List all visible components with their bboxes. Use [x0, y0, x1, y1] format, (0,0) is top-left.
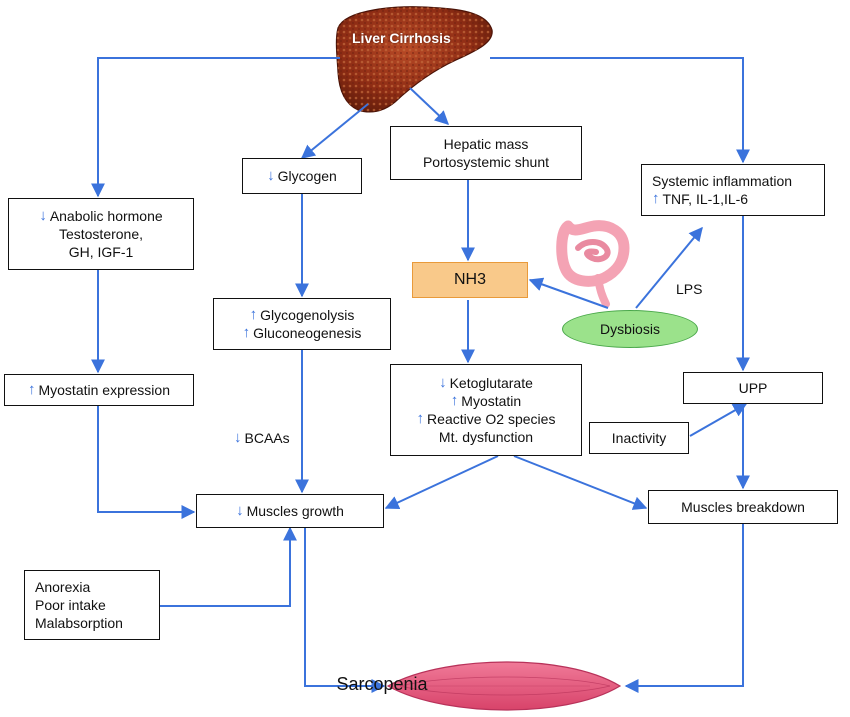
arrow-growth-to-sarcopenia — [304, 528, 386, 693]
up-arrow-icon: ↑ — [652, 190, 660, 207]
glycogenolysis-label: Glycogenolysis — [260, 307, 355, 323]
liver-illustration — [335, 6, 493, 113]
intestine-illustration — [556, 220, 630, 308]
up-arrow-icon: ↑ — [27, 381, 36, 398]
down-arrow-icon: ↓ — [236, 502, 244, 519]
lps-label: LPS — [676, 281, 703, 297]
sarcopenia-muscle — [386, 661, 622, 711]
anorexia-label: Anorexia — [35, 579, 91, 595]
bcaas-label-group: ↓BCAAs — [234, 430, 290, 446]
upp-label: UPP — [738, 380, 768, 396]
systemic-inflammation-label: Systemic inflammation — [652, 173, 793, 189]
inactivity-box: Inactivity — [589, 422, 689, 454]
sarcopenia-label: Sarcopenia — [336, 674, 428, 694]
down-arrow-icon: ↓ — [39, 207, 47, 224]
arrow-myostatin-to-growth — [97, 406, 196, 519]
nh3-box: NH3 — [412, 262, 528, 298]
arrow-breakdown-to-sarcopenia — [624, 524, 744, 693]
sarcopenia-label-row: Sarcopenia — [0, 674, 850, 695]
muscles-growth-label: Muscles growth — [246, 503, 344, 519]
myostatin-label: Myostatin — [461, 393, 522, 409]
anabolic-hormone-label: Anabolic hormone — [49, 208, 163, 224]
arrow-liver-to-systemic — [490, 57, 750, 164]
arrow-liver-to-anabolic — [91, 57, 340, 198]
arrow-anorexia-to-growth — [160, 526, 297, 607]
arrow-liver-to-glycogen — [300, 103, 369, 159]
arrow-inactivity-to-upp — [689, 403, 748, 437]
muscles-breakdown-label: Muscles breakdown — [681, 499, 805, 515]
down-arrow-icon: ↓ — [234, 429, 242, 446]
bcaas-label: BCAAs — [244, 430, 290, 446]
portosystemic-shunt-label: Portosystemic shunt — [422, 154, 550, 170]
glycogen-label: Glycogen — [277, 168, 337, 184]
gh-igf-label: GH, IGF-1 — [68, 244, 134, 260]
glycogenolysis-box: ↑Glycogenolysis ↑Gluconeogenesis — [213, 298, 391, 350]
arrow-liver-to-hepatic — [409, 87, 450, 125]
up-arrow-icon: ↑ — [242, 324, 251, 341]
systemic-inflammation-box: Systemic inflammation ↑TNF, IL-1,IL-6 — [641, 164, 825, 216]
up-arrow-icon: ↑ — [450, 392, 459, 409]
anorexia-box: Anorexia Poor intake Malabsorption — [24, 570, 160, 640]
upp-box: UPP — [683, 372, 823, 404]
gluconeogenesis-label: Gluconeogenesis — [253, 325, 362, 341]
reactive-o2-label: Reactive O2 species — [427, 411, 556, 427]
arrow-center-to-breakdown — [513, 455, 648, 510]
muscles-breakdown-box: Muscles breakdown — [648, 490, 838, 524]
arrow-center-to-growth — [384, 455, 499, 510]
malabsorption-label: Malabsorption — [35, 615, 123, 631]
cytokines-label: TNF, IL-1,IL-6 — [662, 191, 749, 207]
testosterone-label: Testosterone, — [58, 226, 144, 242]
poor-intake-label: Poor intake — [35, 597, 106, 613]
dysbiosis-ellipse: Dysbiosis — [562, 310, 698, 348]
hepatic-mass-box: Hepatic mass Portosystemic shunt — [390, 126, 582, 180]
mt-dysfunction-label: Mt. dysfunction — [438, 429, 534, 445]
glycogen-box: ↓Glycogen — [242, 158, 362, 194]
muscles-growth-box: ↓Muscles growth — [196, 494, 384, 528]
up-arrow-icon: ↑ — [416, 410, 425, 427]
liver-cirrhosis-title: Liver Cirrhosis — [352, 30, 451, 46]
anabolic-hormone-box: ↓Anabolic hormone Testosterone, GH, IGF-… — [8, 198, 194, 270]
hepatic-mass-label: Hepatic mass — [443, 136, 529, 152]
up-arrow-icon: ↑ — [249, 306, 258, 323]
down-arrow-icon: ↓ — [267, 167, 275, 184]
arrow-dysbiosis-to-nh3 — [528, 277, 609, 309]
ketoglutarate-label: Ketoglutarate — [449, 375, 533, 391]
inactivity-label: Inactivity — [611, 430, 667, 446]
metabolic-effects-box: ↓Ketoglutarate ↑Myostatin ↑Reactive O2 s… — [390, 364, 582, 456]
down-arrow-icon: ↓ — [439, 374, 447, 391]
arrow-dysbiosis-to-systemic — [635, 226, 703, 309]
myostatin-expression-box: ↑Myostatin expression — [4, 374, 194, 406]
myostatin-expression-label: Myostatin expression — [38, 382, 170, 398]
